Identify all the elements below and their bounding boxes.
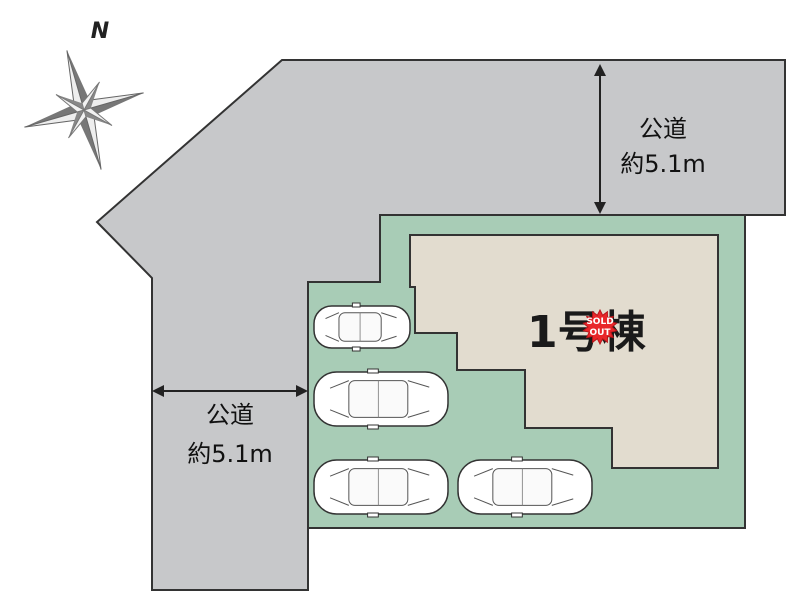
compass-rose-icon <box>24 50 144 170</box>
arrow-down-icon <box>594 202 606 214</box>
west-road-width: 約5.1m <box>187 440 273 468</box>
car-icon <box>313 302 411 352</box>
sold-out-badge: SOLD OUT <box>582 308 618 346</box>
car-icon <box>457 456 593 518</box>
sold-out-line1: SOLD <box>586 317 613 327</box>
north-road-name: 公道 <box>639 115 687 143</box>
arrow-right-icon <box>296 385 308 397</box>
car-icon <box>313 456 449 518</box>
arrow-up-icon <box>594 64 606 76</box>
north-label: N <box>91 19 109 44</box>
car-icon <box>313 368 449 430</box>
north-road-dimension <box>594 64 606 214</box>
west-road-dimension <box>152 385 308 397</box>
north-road-width: 約5.1m <box>620 150 706 178</box>
building-footprint <box>409 234 719 469</box>
west-road-name: 公道 <box>206 401 254 429</box>
sold-out-burst-icon <box>582 308 618 346</box>
parking-spaces <box>313 302 593 518</box>
sold-out-line2: OUT <box>589 328 611 338</box>
building-label: 1号棟 <box>527 307 647 358</box>
arrow-left-icon <box>152 385 164 397</box>
